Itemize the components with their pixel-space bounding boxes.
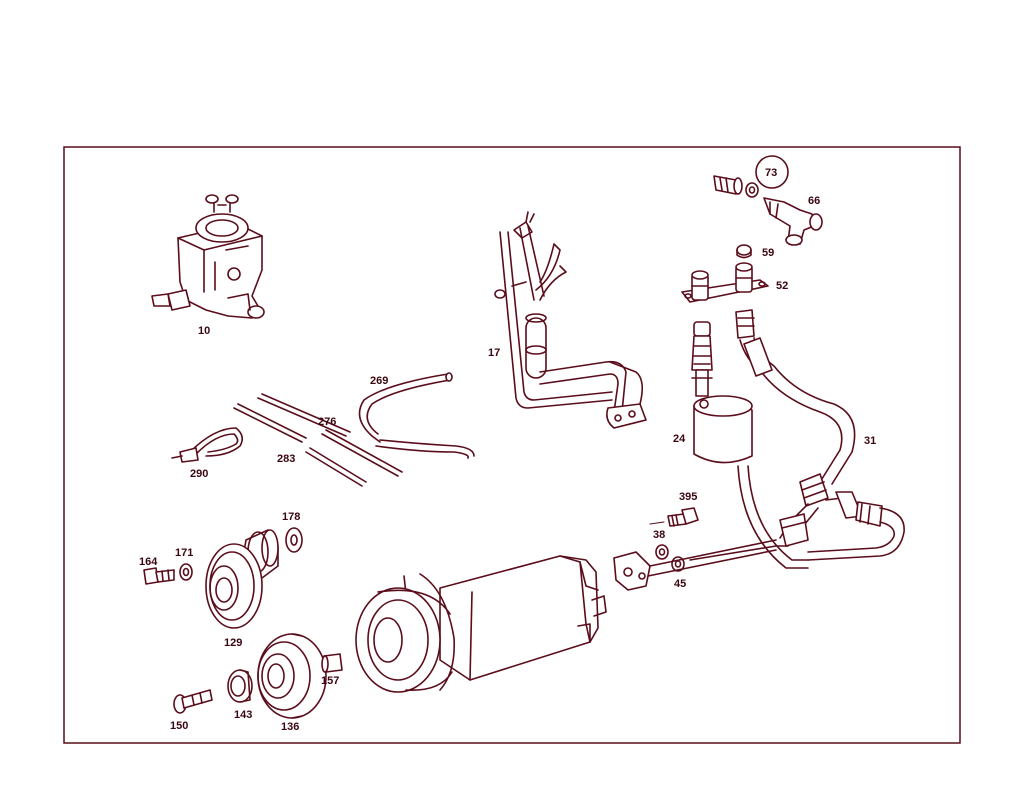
- compressor-body[interactable]: [355, 555, 607, 693]
- receiver-drier-part-24[interactable]: [691, 321, 753, 464]
- pulley-part-129[interactable]: [205, 529, 279, 629]
- callout-171: 171: [175, 547, 193, 559]
- nut-part-59[interactable]: [736, 244, 752, 259]
- cable-tie-part-290[interactable]: [171, 427, 244, 463]
- callout-31: 31: [864, 435, 876, 447]
- callout-circle-73: [755, 155, 789, 189]
- washer-part-73b[interactable]: [745, 182, 759, 198]
- hose-part-31[interactable]: [735, 309, 905, 569]
- pulley-part-136[interactable]: [257, 633, 327, 719]
- callout-143: 143: [234, 709, 252, 721]
- callout-136: 136: [281, 721, 299, 733]
- callout-38: 38: [653, 529, 665, 541]
- callout-17: 17: [488, 347, 500, 359]
- rod-part-276[interactable]: [257, 393, 403, 477]
- tee-fitting-part-66[interactable]: [763, 197, 823, 246]
- washer-part-171[interactable]: [179, 563, 193, 581]
- callout-283: 283: [277, 453, 295, 465]
- bolt-part-150[interactable]: [173, 689, 213, 714]
- washer-part-38[interactable]: [655, 544, 669, 560]
- callout-269: 269: [370, 375, 388, 387]
- callout-150: 150: [170, 720, 188, 732]
- bolt-part-395[interactable]: [667, 507, 699, 527]
- leader-line-395: [649, 521, 665, 525]
- callout-178: 178: [282, 511, 300, 523]
- spacer-part-157[interactable]: [321, 653, 343, 673]
- callout-73: 73: [765, 167, 777, 179]
- callout-59: 59: [762, 247, 774, 259]
- hose-part-269[interactable]: [358, 372, 475, 459]
- callout-157: 157: [321, 675, 339, 687]
- diagram-frame: [63, 146, 961, 744]
- bracket-assembly-part-17[interactable]: [494, 211, 647, 429]
- callout-24: 24: [673, 433, 686, 445]
- bolt-part-164[interactable]: [143, 567, 175, 585]
- callout-52: 52: [776, 280, 788, 292]
- pump-part-10[interactable]: [151, 194, 265, 319]
- callout-45: 45: [674, 578, 686, 590]
- callout-164: 164: [139, 556, 158, 568]
- callout-276: 276: [318, 416, 336, 428]
- callout-129: 129: [224, 637, 242, 649]
- callout-10: 10: [198, 325, 210, 337]
- rod-part-283[interactable]: [233, 403, 367, 487]
- callout-395: 395: [679, 491, 697, 503]
- washer-part-178[interactable]: [285, 527, 303, 553]
- callout-290: 290: [190, 468, 208, 480]
- bearing-part-143[interactable]: [227, 669, 253, 703]
- coupling-block[interactable]: [613, 539, 789, 591]
- plate-part-52[interactable]: [681, 262, 769, 303]
- fitting-part-73[interactable]: [713, 175, 743, 195]
- callout-66: 66: [808, 195, 820, 207]
